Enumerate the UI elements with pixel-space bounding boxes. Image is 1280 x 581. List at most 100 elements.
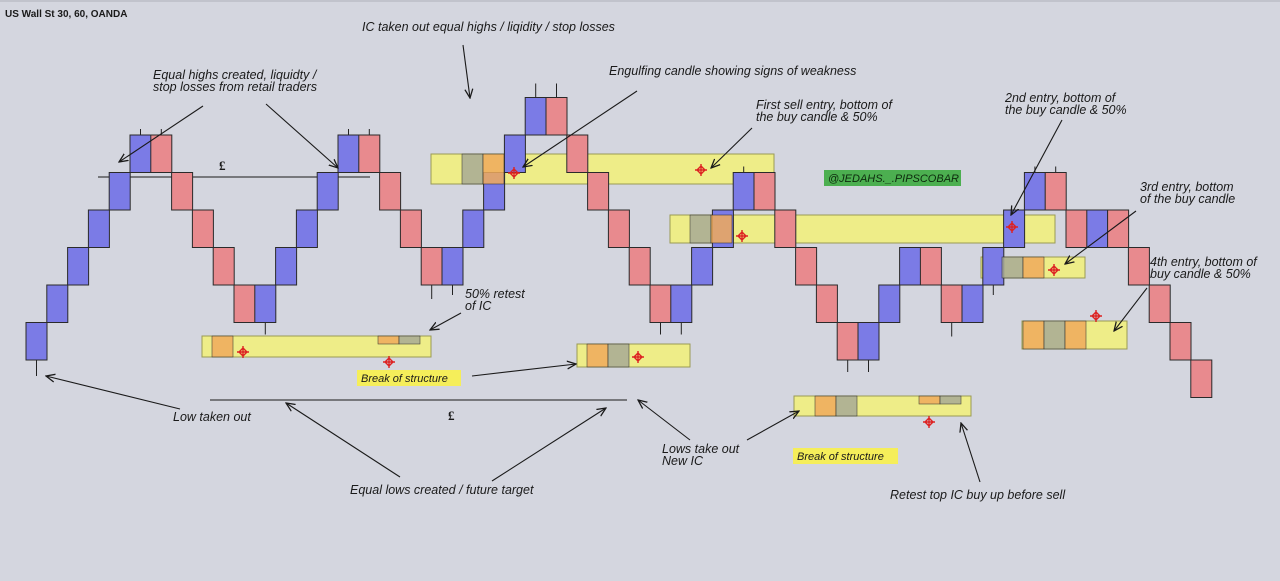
arrow-fourth-entry xyxy=(1114,287,1148,331)
ann-second-entry-1: 2nd entry, bottom of xyxy=(1004,91,1117,105)
candles xyxy=(25,83,1213,398)
candle-bull xyxy=(87,209,110,248)
candle-bull xyxy=(691,247,714,286)
ann-first-entry-1: First sell entry, bottom of xyxy=(756,98,893,112)
entry-marker xyxy=(237,346,249,358)
bos-right-bg xyxy=(793,448,898,464)
ann-fifty-retest-2: of IC xyxy=(465,299,492,313)
candle-bear xyxy=(1148,284,1171,323)
candle-bull xyxy=(524,97,547,136)
candle-bear xyxy=(815,284,838,323)
candle-bull xyxy=(899,247,922,286)
arrows xyxy=(46,44,1148,483)
zone-overlap xyxy=(835,395,858,417)
candle-bear xyxy=(420,247,443,286)
candle-bear xyxy=(607,209,630,248)
arrow-low-taken-out xyxy=(46,376,181,410)
zone-overlap xyxy=(1001,256,1024,279)
arrow-engulfing xyxy=(523,90,638,167)
ann-fifty-retest-1: 50% retest xyxy=(465,287,525,301)
candle-bull xyxy=(1023,172,1046,211)
candle-bear xyxy=(1044,172,1067,211)
candle-bear xyxy=(379,172,402,211)
zone-overlap xyxy=(586,343,609,368)
candle-bull xyxy=(295,209,318,248)
arrow-fifty-retest xyxy=(430,312,462,330)
ann-second-entry-2: the buy candle & 50% xyxy=(1005,103,1127,117)
ann-low-taken-out: Low taken out xyxy=(173,410,251,424)
ann-third-entry-1: 3rd entry, bottom xyxy=(1140,180,1234,194)
candle-bull xyxy=(878,284,901,323)
candle-bear xyxy=(399,209,422,248)
zone-overlap xyxy=(939,395,962,405)
candle-bear xyxy=(1107,209,1130,248)
candle-bull xyxy=(316,172,339,211)
candle-bull xyxy=(108,172,131,211)
zone-overlaps xyxy=(211,153,1087,417)
ann-equal-highs-1: Equal highs created, liquidty / xyxy=(153,68,318,82)
entry-markers xyxy=(237,164,1102,428)
candle-bear xyxy=(545,97,568,136)
candle-bear xyxy=(940,284,963,323)
candle-bear xyxy=(1127,247,1150,286)
entry-marker xyxy=(383,356,395,368)
candle-bear xyxy=(649,284,672,323)
arrow-equal-lows-right xyxy=(491,408,606,482)
zone-overlap xyxy=(398,335,421,345)
entry-marker xyxy=(1090,310,1102,322)
bos-left-text: Break of structure xyxy=(361,373,448,385)
zone-overlap xyxy=(689,214,712,244)
candle-bear xyxy=(753,172,776,211)
arrow-first-entry xyxy=(711,127,753,168)
pound-highs: £ xyxy=(219,158,226,173)
ann-engulfing: Engulfing candle showing signs of weakne… xyxy=(609,64,856,78)
ann-ic-taken-out: IC taken out equal highs / liqidity / st… xyxy=(362,20,615,34)
zone-overlap xyxy=(211,335,234,358)
ann-fourth-entry-1: 4th entry, bottom of xyxy=(1150,255,1258,269)
zone-overlap xyxy=(918,395,941,405)
entry-marker xyxy=(1048,264,1060,276)
entry-marker xyxy=(508,167,520,179)
ann-lows-take-out-2: New IC xyxy=(662,454,704,468)
entry-marker xyxy=(1006,221,1018,233)
candle-bear xyxy=(795,247,818,286)
candle-bull xyxy=(254,284,277,323)
arrow-lows-take-out-left xyxy=(638,400,691,441)
candle-bull xyxy=(25,322,48,361)
arrow-lows-take-out-right xyxy=(746,411,799,441)
candle-bear xyxy=(150,134,173,173)
candle-bull xyxy=(67,247,90,286)
zone-overlap xyxy=(482,153,505,185)
annotations: Equal highs created, liquidty / stop los… xyxy=(153,20,1258,502)
candle-bear xyxy=(566,134,589,173)
candle-bull xyxy=(275,247,298,286)
candle-bull xyxy=(129,134,152,173)
candle-bull xyxy=(462,209,485,248)
arrow-third-entry xyxy=(1065,210,1137,264)
zone-overlap xyxy=(1022,320,1045,350)
zone-overlap xyxy=(1064,320,1087,350)
ann-equal-highs-2: stop losses from retail traders xyxy=(153,80,317,94)
candle-bear xyxy=(774,209,797,248)
candle-bull xyxy=(732,172,755,211)
candle-bear xyxy=(836,322,859,361)
bos-right-text: Break of structure xyxy=(797,451,884,463)
entry-marker xyxy=(736,230,748,242)
candle-bull xyxy=(857,322,880,361)
ann-equal-lows: Equal lows created / future target xyxy=(350,483,534,497)
candle-bull xyxy=(46,284,69,323)
arrow-equal-lows-left xyxy=(286,403,401,478)
candle-bull xyxy=(982,247,1005,286)
watermark-text: @JEDAHS._.PIPSCOBAR xyxy=(828,173,959,185)
entry-marker xyxy=(632,351,644,363)
arrow-equal-highs-right xyxy=(265,103,338,168)
candle-bear xyxy=(587,172,610,211)
candle-bear xyxy=(628,247,651,286)
zone-overlap xyxy=(1022,256,1045,279)
arrow-ic-taken-out xyxy=(462,44,470,98)
zone-overlap xyxy=(461,153,484,185)
candle-bull xyxy=(1086,209,1109,248)
arrow-equal-highs-left xyxy=(119,105,204,162)
ann-fourth-entry-2: buy candle & 50% xyxy=(1150,267,1251,281)
entry-marker xyxy=(923,416,935,428)
